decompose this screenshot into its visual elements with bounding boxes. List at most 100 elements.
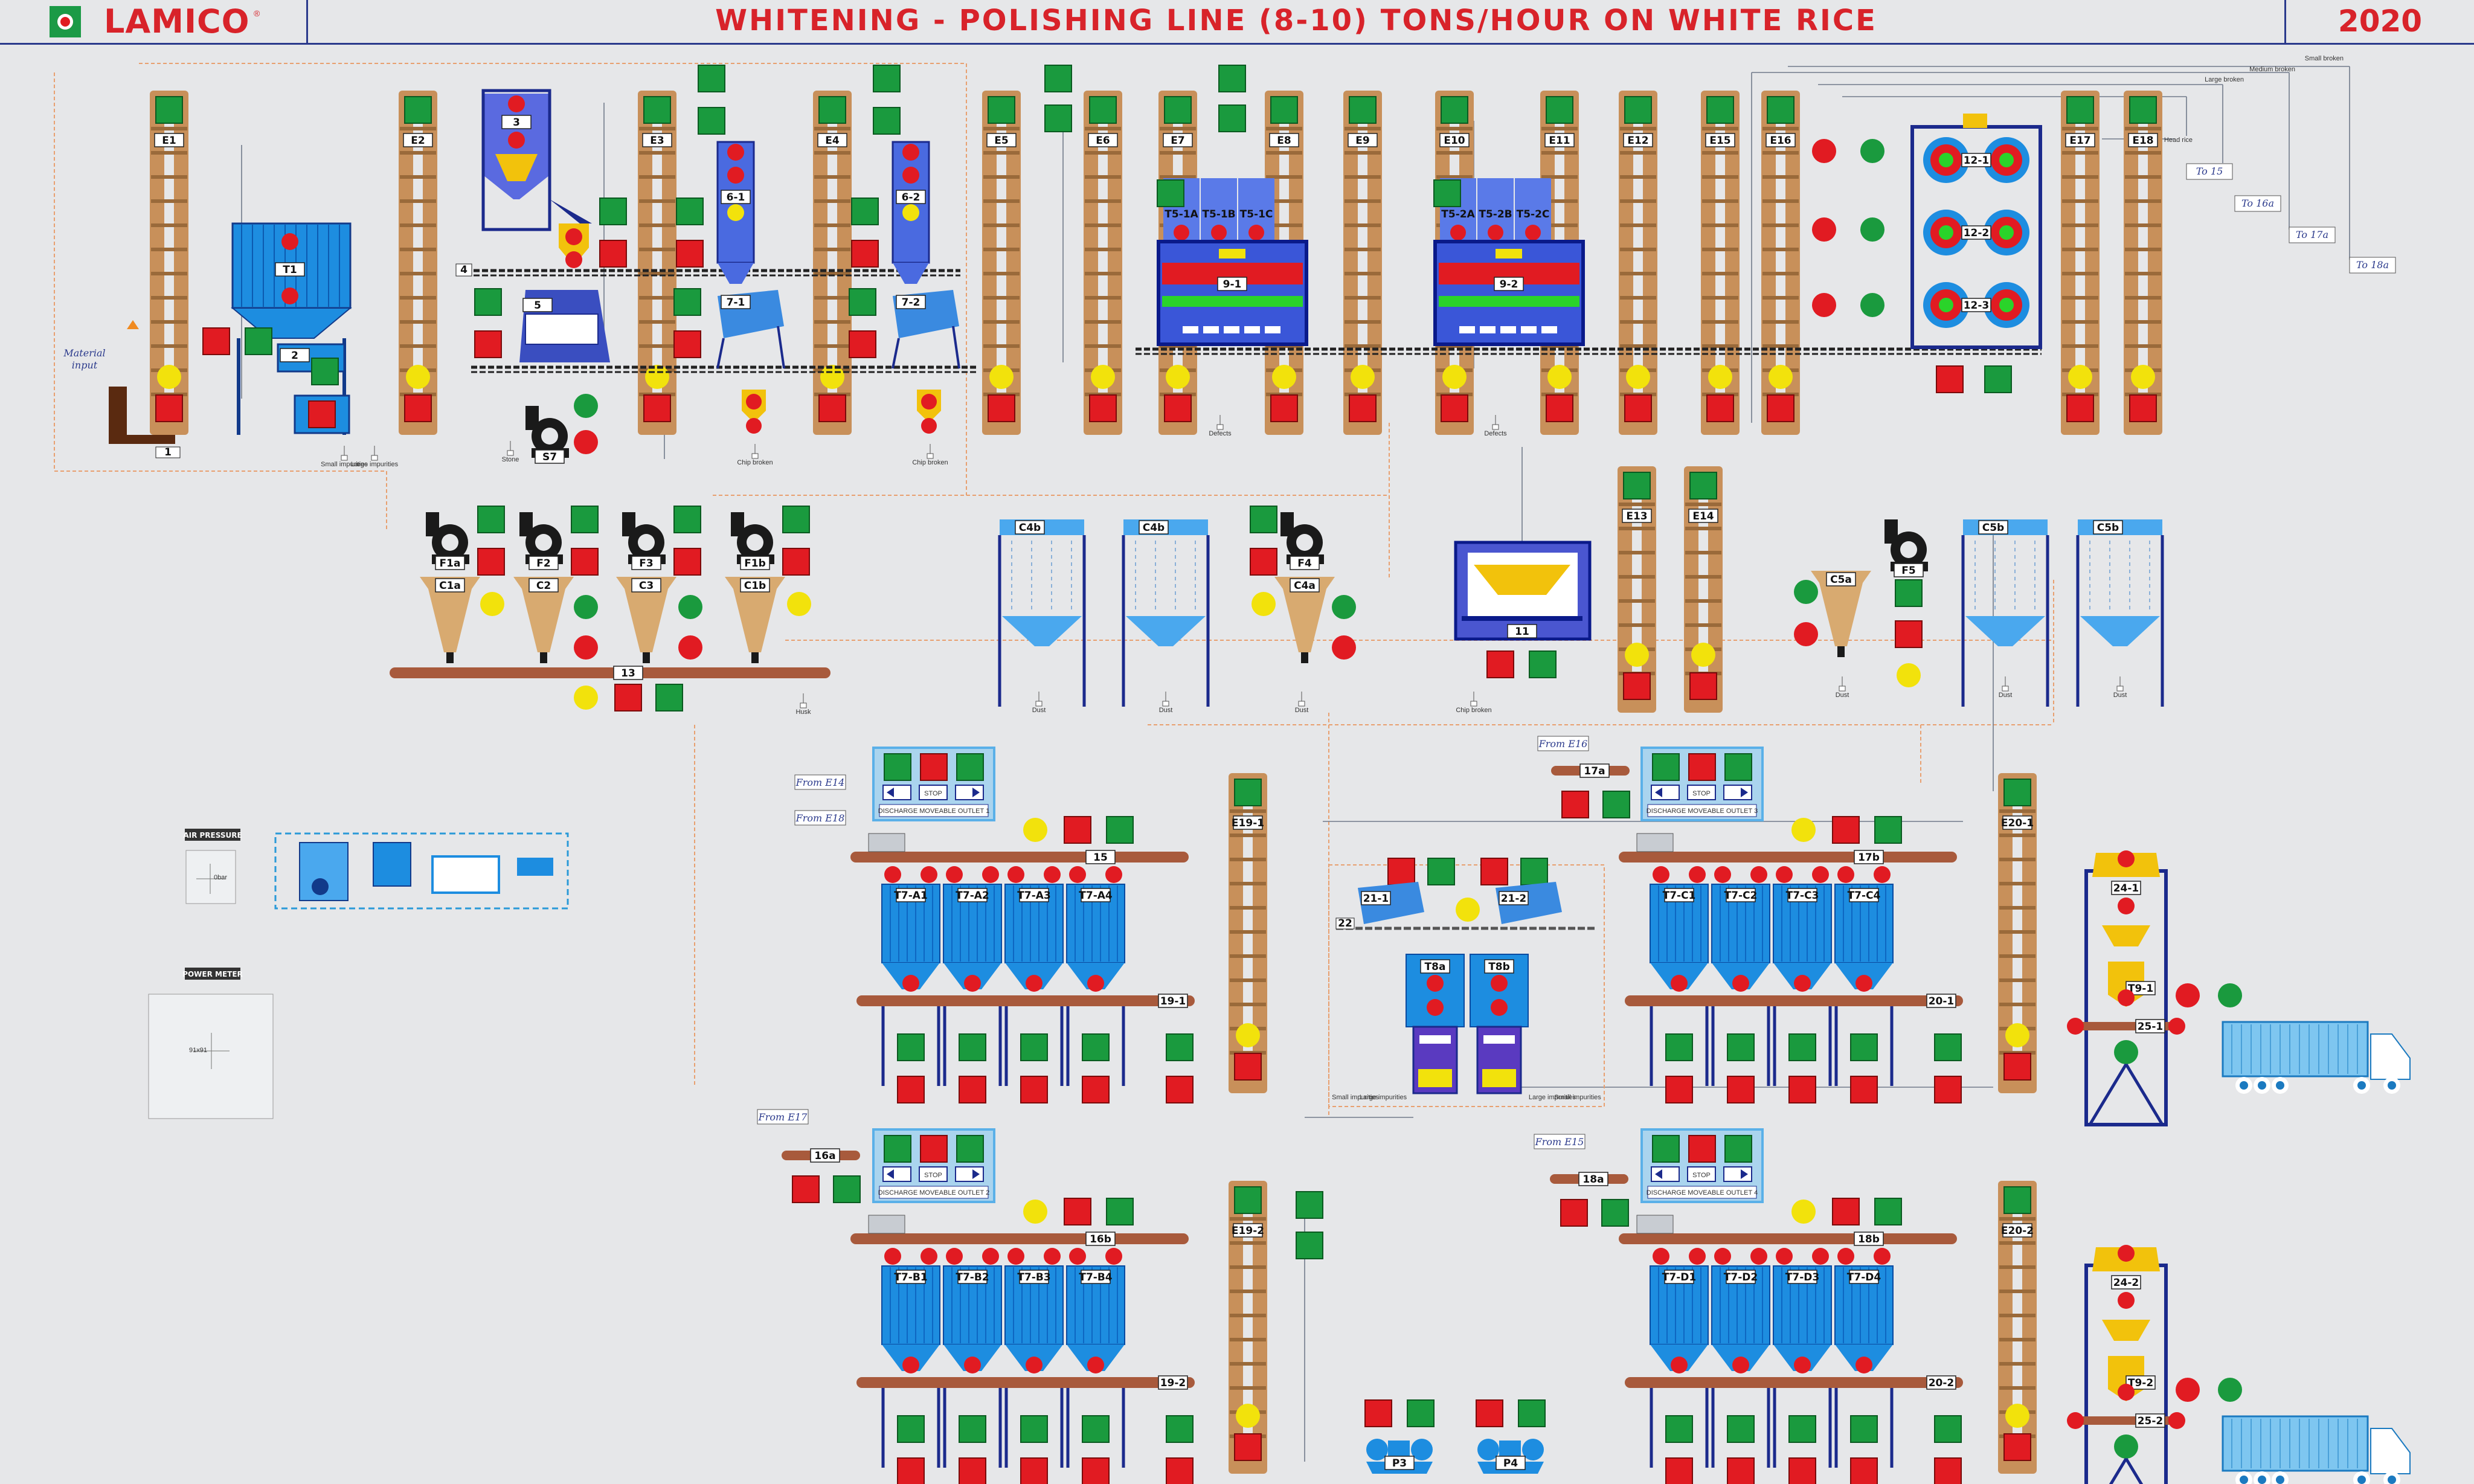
elevator-stop-indicator[interactable] [1546, 394, 1573, 422]
elevator-run-indicator[interactable] [1089, 96, 1117, 124]
elevator-stop-indicator[interactable] [2066, 394, 2094, 422]
elevator-run-indicator[interactable] [1706, 96, 1734, 124]
bin-run-indicator[interactable] [1788, 1033, 1816, 1061]
elevator-stop-indicator[interactable] [1164, 394, 1192, 422]
t1-stop-indicator[interactable] [202, 327, 230, 355]
t1-run-indicator[interactable] [245, 327, 272, 355]
bin-run-indicator[interactable] [1082, 1415, 1110, 1443]
polisher-run-indicator[interactable] [1984, 365, 2012, 393]
elevator-stop-indicator[interactable] [404, 394, 432, 422]
grader-aspirator-7-2[interactable] [917, 390, 941, 434]
stop-button[interactable] [919, 1166, 948, 1182]
moveable-outlet-carriage[interactable] [868, 1215, 905, 1234]
group-lower-run-indicator[interactable] [1166, 1033, 1194, 1061]
panel-right-indicator[interactable] [956, 753, 984, 781]
bucket-elevator-e18[interactable]: E18 [2124, 91, 2162, 435]
fan-f5[interactable]: F5 [1884, 519, 1928, 577]
elevator-run-indicator[interactable] [1689, 472, 1717, 499]
group-lower-stop-indicator[interactable] [1166, 1076, 1194, 1103]
group-stop-indicator[interactable] [1064, 816, 1091, 844]
feeder-run-indicator[interactable] [311, 358, 339, 385]
bucket-elevator-e12[interactable]: E12 [1619, 91, 1657, 435]
elevator-run-indicator[interactable] [2003, 779, 2031, 806]
panel-left-indicator[interactable] [1652, 753, 1680, 781]
group-lower-stop-indicator[interactable] [1934, 1457, 1962, 1484]
bucket-elevator-e3[interactable]: E3 [638, 91, 676, 435]
elevator-run-indicator[interactable] [1624, 96, 1652, 124]
compressor-group[interactable] [274, 832, 569, 910]
elevator-stop-indicator[interactable] [1624, 394, 1652, 422]
bucket-elevator-e15[interactable]: E15 [1701, 91, 1740, 435]
elevator-run-indicator[interactable] [2129, 96, 2157, 124]
bucket-elevator-e9[interactable]: E9 [1343, 91, 1382, 435]
cyclone-c4a[interactable]: C4a [1274, 577, 1335, 663]
cyclone-c1a[interactable]: C1a [420, 577, 480, 663]
panel-right-indicator[interactable] [1724, 1135, 1752, 1163]
elevator-stop-indicator[interactable] [1689, 672, 1717, 700]
feeder-2[interactable]: 2 [277, 343, 350, 434]
elevator-stop-indicator[interactable] [1089, 394, 1117, 422]
bin-stop-indicator[interactable] [1850, 1076, 1878, 1103]
whitener-top-run-indicator2[interactable] [698, 107, 725, 135]
fan-f3[interactable]: F3 [622, 512, 666, 570]
feeder-run-indicator[interactable] [833, 1175, 861, 1203]
bin-run-indicator[interactable] [897, 1033, 925, 1061]
fan-run-indicator[interactable] [477, 506, 505, 533]
elevator-run-indicator[interactable] [643, 96, 671, 124]
bin-stop-indicator[interactable] [959, 1457, 986, 1484]
cyclone-c3[interactable]: C3 [616, 577, 676, 663]
bucket-elevator-e14[interactable]: E14 [1684, 466, 1723, 713]
bin-run-indicator[interactable] [959, 1033, 986, 1061]
bin-stop-indicator[interactable] [897, 1076, 925, 1103]
elevator-run-indicator[interactable] [1349, 96, 1377, 124]
bag-filter-c4b[interactable]: C4b [1122, 519, 1210, 707]
group-stop-indicator[interactable] [1064, 1198, 1091, 1225]
whitener-run-indicator[interactable] [676, 198, 704, 225]
conveyor-13-stop-indicator[interactable] [614, 684, 642, 711]
bin-stop-indicator[interactable] [1665, 1076, 1693, 1103]
elevator-run-indicator[interactable] [1767, 96, 1794, 124]
panel-stop-indicator[interactable] [1688, 1135, 1716, 1163]
elevator-run-indicator[interactable] [1234, 779, 1262, 806]
polisher-stop-indicator[interactable] [1936, 365, 1964, 393]
whitener-top-run-indicator[interactable] [873, 65, 901, 92]
t5-run-indicator[interactable] [1433, 179, 1461, 207]
elevator-stop-indicator[interactable] [1441, 394, 1468, 422]
group-lower-stop-indicator[interactable] [1934, 1076, 1962, 1103]
cyclone-c1b[interactable]: C1b [725, 577, 785, 663]
group-run-indicator[interactable] [1874, 1198, 1902, 1225]
pump-run-indicator[interactable] [1518, 1399, 1546, 1427]
bin-run-indicator[interactable] [1665, 1415, 1693, 1443]
panel-stop-indicator[interactable] [920, 753, 948, 781]
grader-7-1[interactable]: 7-1 [716, 290, 785, 369]
elevator-stop-indicator[interactable] [1349, 394, 1377, 422]
feeder-stop-indicator[interactable] [792, 1175, 820, 1203]
elevator-stop-indicator[interactable] [2003, 1053, 2031, 1081]
elevator-run-indicator[interactable] [1164, 96, 1192, 124]
bin-run-indicator[interactable] [1020, 1033, 1048, 1061]
group-run-indicator[interactable] [1106, 1198, 1134, 1225]
bag-filter-c4b[interactable]: C4b [998, 519, 1086, 707]
feed-run-indicator2[interactable] [1044, 104, 1072, 132]
panel-stop-indicator[interactable] [1688, 753, 1716, 781]
elevator-stop-indicator[interactable] [1767, 394, 1794, 422]
conveyor-13-run-indicator[interactable] [655, 684, 683, 711]
grader-stop-indicator[interactable] [673, 330, 701, 358]
bucket-elevator-e19-2[interactable]: E19-2 [1229, 1181, 1267, 1474]
bin-stop-indicator[interactable] [1727, 1457, 1755, 1484]
loader-2[interactable]: 24-2T9-225-2 [2067, 1245, 2242, 1484]
moveable-outlet-carriage[interactable] [1636, 1215, 1674, 1234]
bin-stop-indicator[interactable] [1727, 1076, 1755, 1103]
bin-run-indicator[interactable] [1850, 1033, 1878, 1061]
bin-stop-indicator[interactable] [897, 1457, 925, 1484]
grader-7-2[interactable]: 7-2 [892, 290, 960, 369]
panel-right-indicator[interactable] [1724, 753, 1752, 781]
